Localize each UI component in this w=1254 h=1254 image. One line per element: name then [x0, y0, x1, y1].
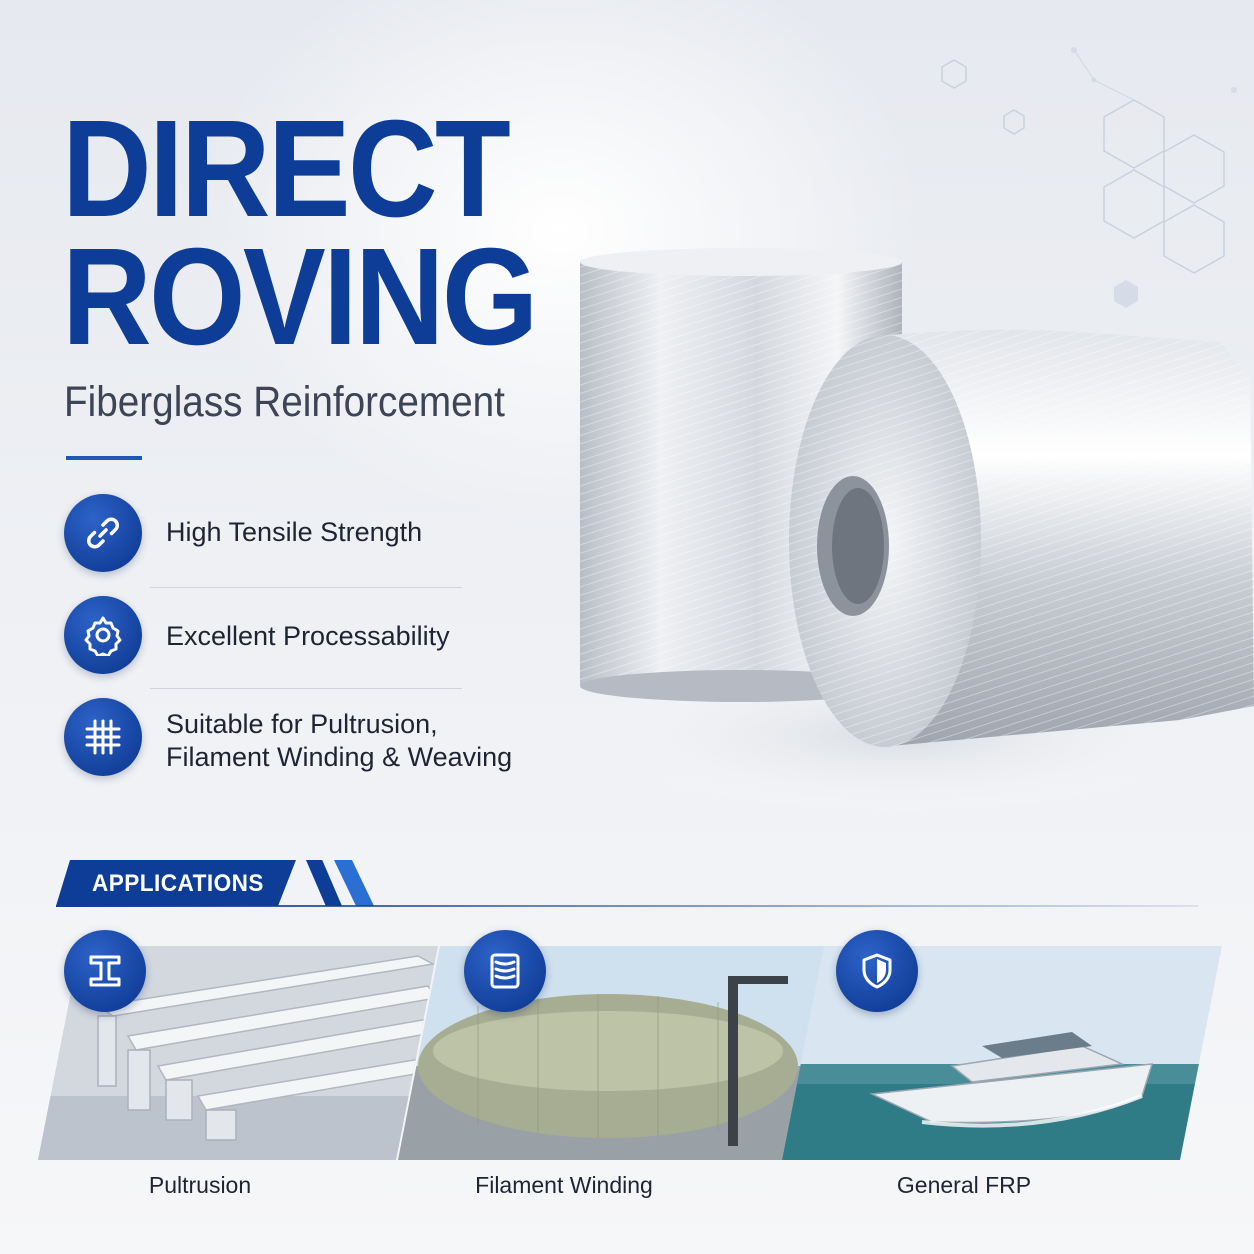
application-label-general-frp: General FRP [896, 1172, 1032, 1198]
gear-icon [64, 596, 142, 674]
chain-link-icon [64, 494, 142, 572]
winding-coil-icon [464, 930, 546, 1012]
feature-text: Suitable for Pultrusion, Filament Windin… [166, 708, 512, 774]
title-line-2: ROVING [62, 220, 538, 374]
subtitle: Fiberglass Reinforcement [64, 378, 505, 426]
pultrusion-photo [38, 946, 438, 1160]
filament-winding-photo [398, 946, 826, 1160]
applications-heading: APPLICATIONS [92, 870, 264, 897]
application-label-pultrusion: Pultrusion [148, 1172, 252, 1198]
banner-stripe [306, 860, 342, 906]
applications-rule [56, 905, 1198, 907]
feature-divider [150, 587, 462, 588]
grid-mesh-icon [64, 698, 142, 776]
feature-text: High Tensile Strength [166, 517, 423, 547]
title-line-1: DIRECT [62, 92, 511, 246]
hexagon-pattern-decoration [941, 47, 1237, 308]
feature-suitability: Suitable for Pultrusion, Filament Windin… [64, 698, 524, 778]
feature-tensile-strength: High Tensile Strength [64, 494, 524, 574]
accent-line [66, 456, 142, 460]
general-frp-photo [782, 946, 1222, 1160]
banner-stripe [334, 860, 374, 906]
feature-divider [150, 688, 462, 689]
feature-text-line-2: Filament Winding & Weaving [166, 742, 513, 772]
shield-icon [836, 930, 918, 1012]
feature-text: Excellent Processability [166, 621, 450, 651]
feature-text-line-1: Suitable for Pultrusion, [166, 709, 438, 739]
banner-bar [56, 860, 296, 906]
application-label-filament-winding: Filament Winding [475, 1172, 653, 1198]
applications-banner: APPLICATIONS [56, 860, 374, 906]
i-beam-icon [64, 930, 146, 1012]
roving-spools-image [570, 248, 1254, 816]
feature-processability: Excellent Processability [64, 596, 524, 676]
